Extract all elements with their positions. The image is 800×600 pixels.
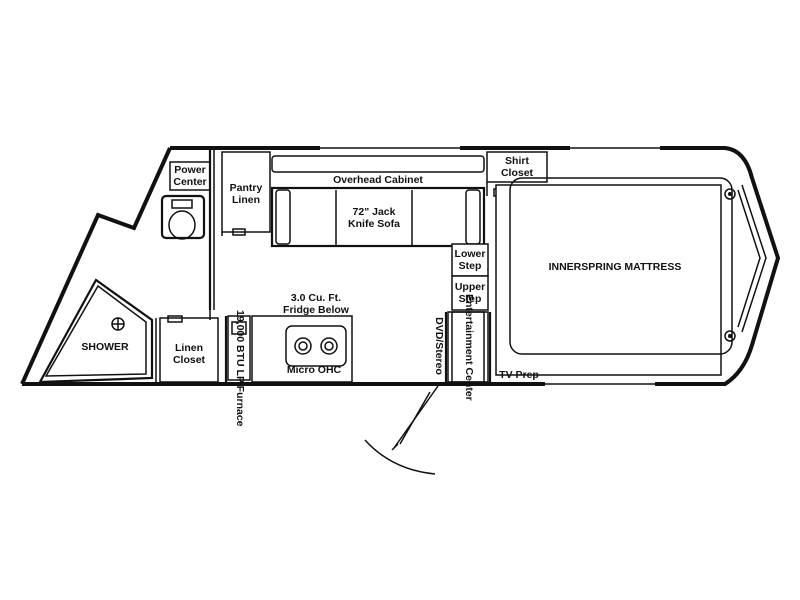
linen-closet-label: Linen Closet: [172, 342, 206, 366]
dvd-stereo-label: DVD/Stereo: [433, 317, 445, 375]
sofa-label: 72" Jack Knife Sofa: [348, 206, 400, 230]
shower-label: SHOWER: [81, 341, 129, 353]
micro-ohc-label: Micro OHC: [286, 364, 342, 376]
shirt-closet-label: Shirt Closet: [500, 155, 534, 179]
lower-step-label: Lower Step: [454, 248, 486, 272]
mattress-label: INNERSPRING MATTRESS: [548, 261, 682, 273]
fridge-label: 3.0 Cu. Ft. Fridge Below: [283, 292, 349, 316]
entertainment-center-label: Entertainment Center: [463, 294, 475, 401]
power-center-label: Power Center: [173, 164, 207, 188]
furnace-label: 19,000 BTU LP Furnace: [234, 310, 246, 427]
tv-prep-label: TV Prep: [499, 369, 539, 381]
upper-step-label: Upper Step: [454, 281, 486, 305]
overhead-cabinet-label: Overhead Cabinet: [333, 174, 423, 186]
pantry-linen-label: Pantry Linen: [229, 182, 263, 206]
exterior-wall: [20, 146, 781, 386]
